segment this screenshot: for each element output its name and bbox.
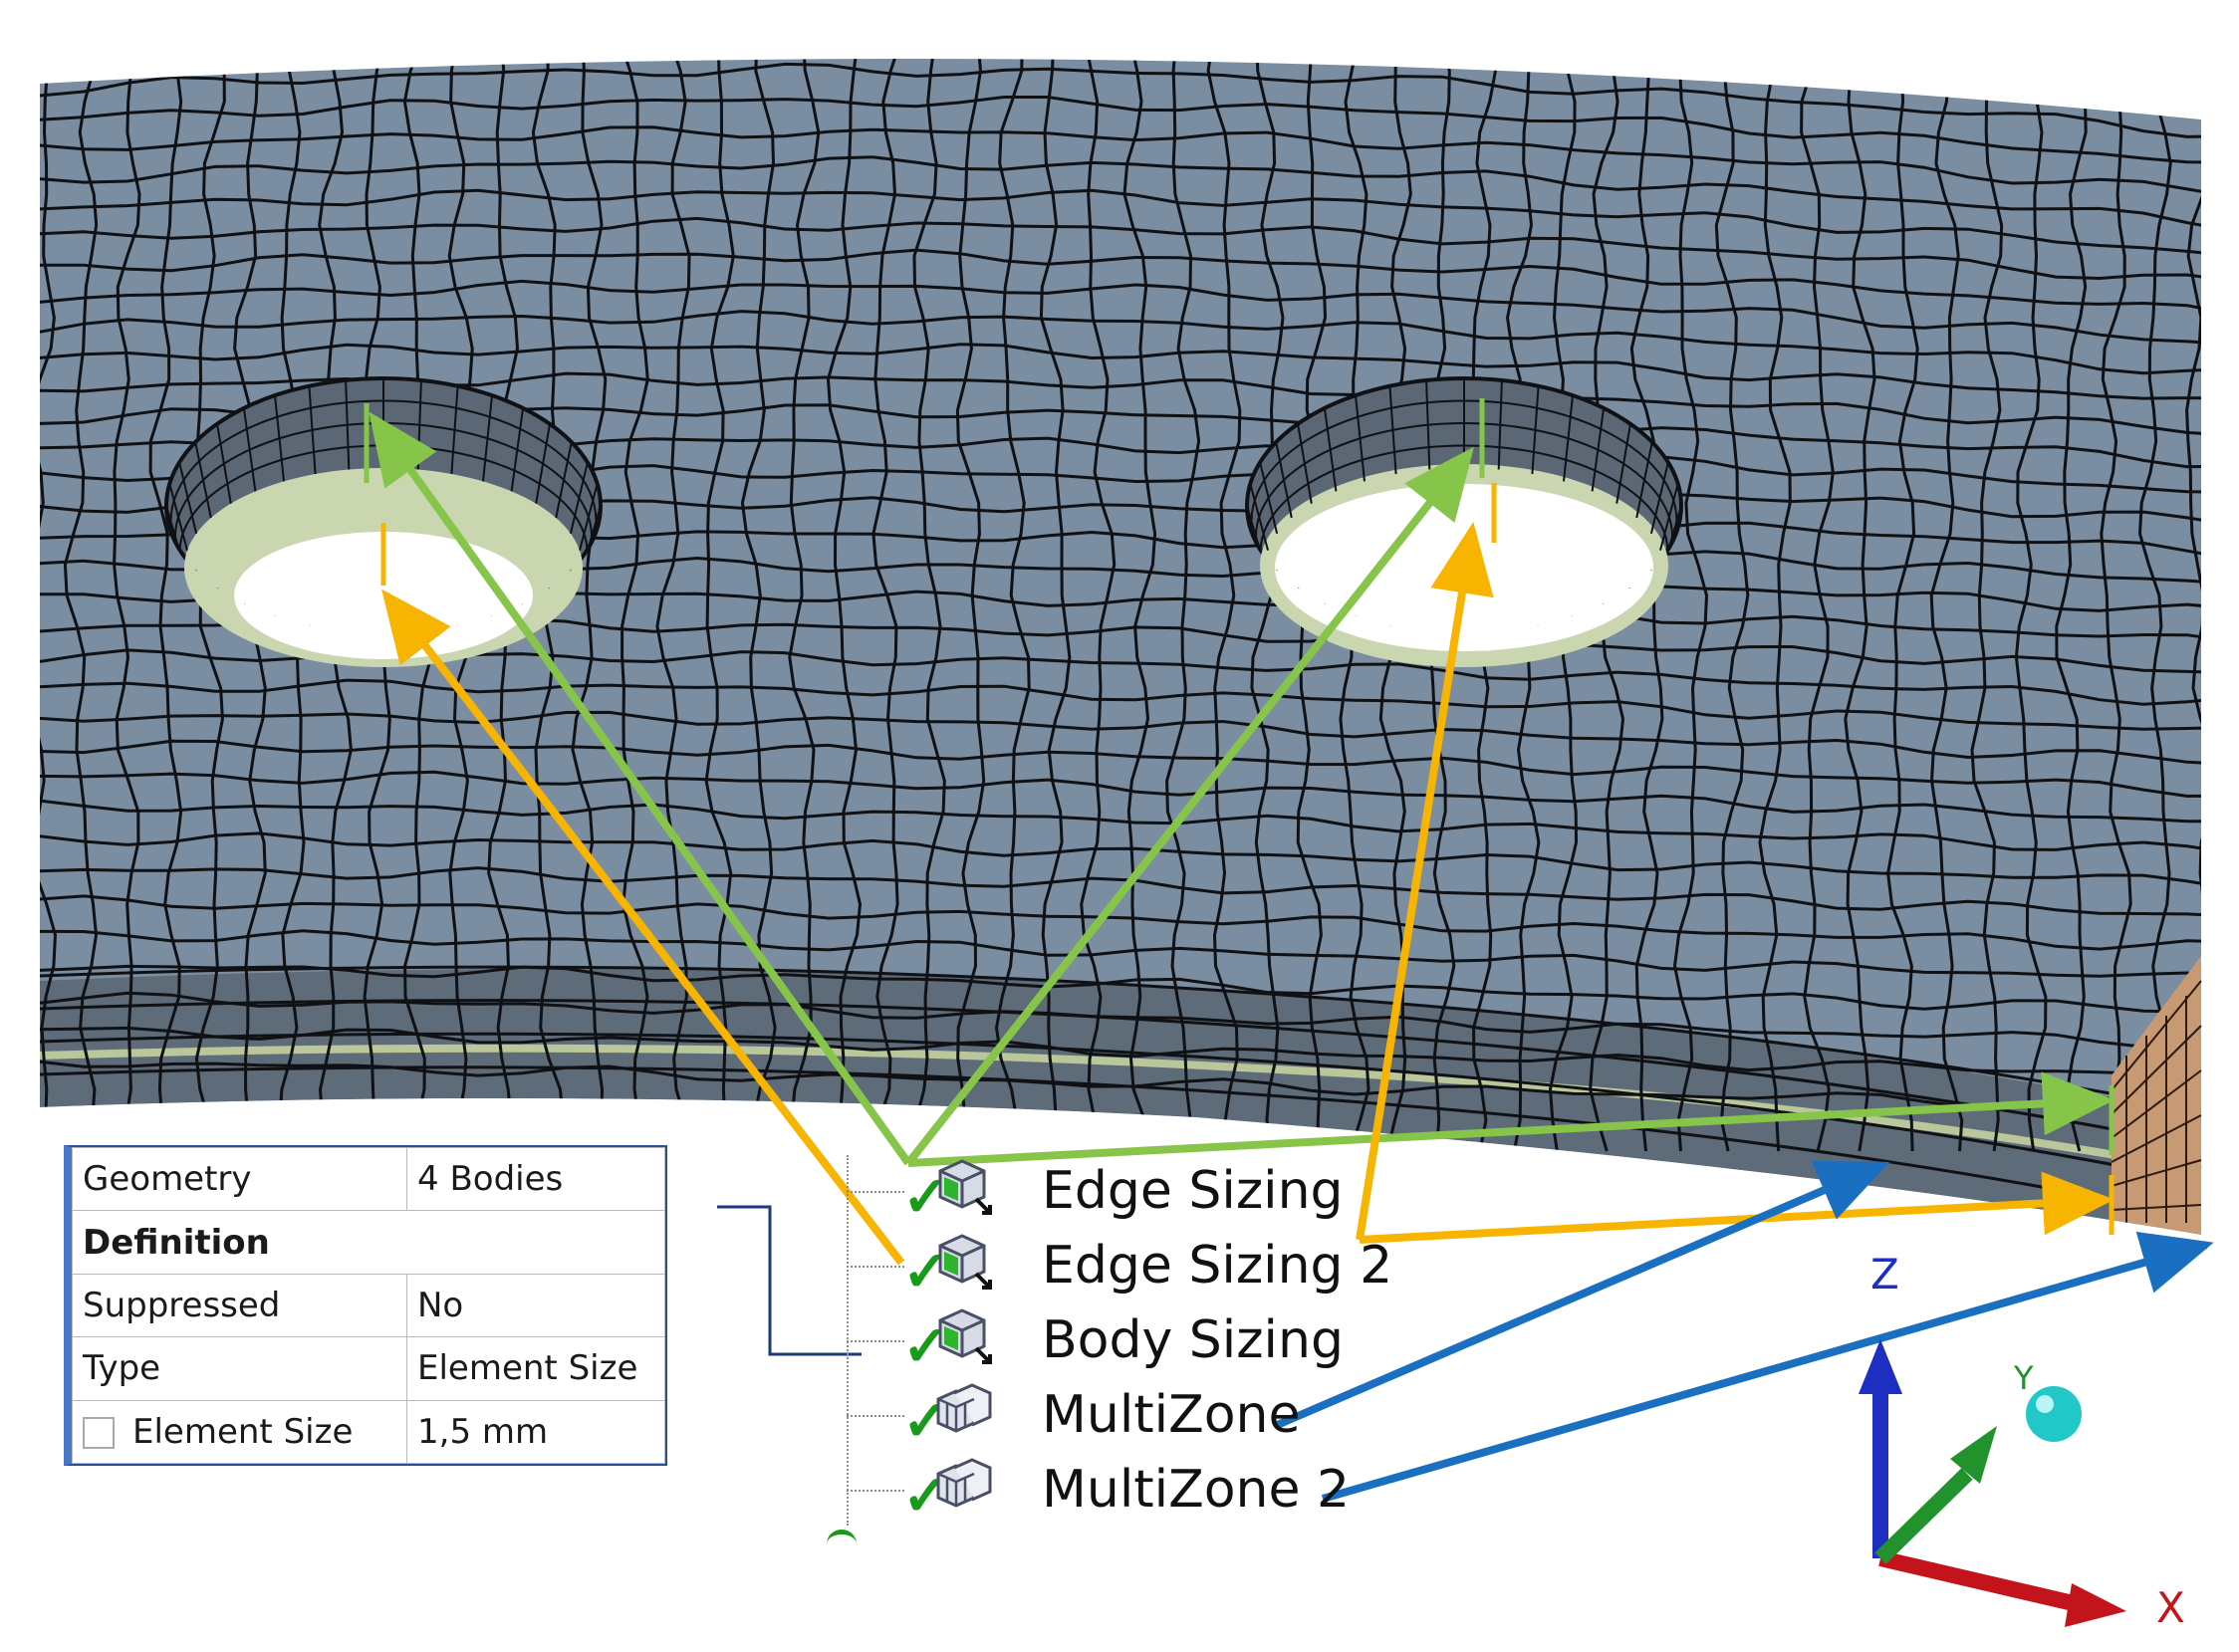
edge-sizing-icon xyxy=(938,1159,992,1215)
multizone-icon xyxy=(936,1383,992,1433)
tree-item-label: MultiZone xyxy=(1042,1385,1301,1445)
body-sizing-icon xyxy=(938,1308,992,1364)
property-label: Geometry xyxy=(72,1146,407,1212)
green-arrow xyxy=(904,446,1474,1166)
details-section-definition[interactable]: Definition xyxy=(72,1210,665,1275)
green-arrow xyxy=(907,1071,2115,1167)
tree-item-multizone[interactable]: ✓ MultiZone xyxy=(847,1379,1404,1449)
tree-item-body-sizing[interactable]: ✓ Body Sizing xyxy=(847,1304,1404,1374)
blue-arrow xyxy=(1273,1160,1890,1430)
details-row-element-size[interactable]: Element Size 1,5 mm xyxy=(72,1399,665,1465)
tree-item-label: MultiZone 2 xyxy=(1042,1460,1351,1520)
edge-sizing-icon xyxy=(938,1234,992,1290)
property-value[interactable]: Element Size xyxy=(406,1336,665,1401)
blue-arrow xyxy=(1321,1231,2214,1503)
tree-item-label: Edge Sizing 2 xyxy=(1042,1236,1393,1296)
tree-item-multizone-2[interactable]: ✓ MultiZone 2 xyxy=(847,1454,1404,1524)
triad-y-label: Y xyxy=(2014,1359,2034,1397)
tree-item-edge-sizing-2[interactable]: ✓ Edge Sizing 2 xyxy=(847,1230,1404,1299)
details-panel: Geometry 4 Bodies Definition Suppressed … xyxy=(64,1145,667,1466)
details-row-type[interactable]: Type Element Size xyxy=(72,1336,665,1401)
property-value[interactable]: 1,5 mm xyxy=(406,1399,665,1465)
plate-mesh xyxy=(39,59,2202,1235)
details-row-suppressed[interactable]: Suppressed No xyxy=(72,1273,665,1338)
orange-arrow xyxy=(381,589,905,1266)
coordinate-triad xyxy=(1859,1339,2126,1627)
tree-next-item-stub xyxy=(827,1530,857,1558)
hole-right xyxy=(1245,376,1683,667)
blue-connector xyxy=(717,1205,862,1356)
section-label: Definition xyxy=(72,1210,665,1275)
triad-x-label: X xyxy=(2156,1583,2185,1632)
tree-item-label: Body Sizing xyxy=(1042,1310,1344,1370)
tree-item-edge-sizing[interactable]: ✓ Edge Sizing xyxy=(847,1155,1404,1225)
property-value[interactable]: No xyxy=(406,1273,665,1338)
triad-z-label: Z xyxy=(1870,1250,1899,1298)
property-label: Element Size xyxy=(132,1411,354,1452)
tree-item-label: Edge Sizing xyxy=(1042,1161,1344,1221)
multizone-icon xyxy=(936,1458,992,1508)
orange-arrow xyxy=(1356,522,1494,1241)
mesh-controls-tree: ✓ Edge Sizing ✓ Edge Sizing 2 ✓ Body Siz… xyxy=(827,1155,1404,1553)
property-value[interactable]: 4 Bodies xyxy=(406,1146,665,1212)
property-label: Type xyxy=(72,1336,407,1401)
parameter-checkbox[interactable] xyxy=(83,1417,115,1450)
orange-arrow xyxy=(1359,1171,2115,1244)
property-label: Suppressed xyxy=(72,1273,407,1338)
green-arrow xyxy=(369,411,912,1166)
annotation-arrows xyxy=(369,411,2214,1503)
details-row-geometry[interactable]: Geometry 4 Bodies xyxy=(72,1146,665,1212)
